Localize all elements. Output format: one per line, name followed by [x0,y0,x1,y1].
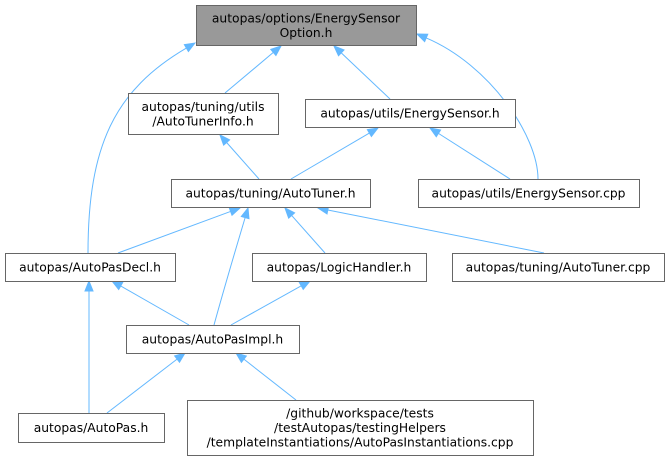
node-box [452,253,665,282]
node-box [5,253,176,282]
node-label-line: autopas/options/EnergySensor [212,11,401,25]
arrowhead-icon [84,279,94,292]
node-label-line: /AutoTunerInfo.h [152,114,253,128]
node-tunerinfo[interactable]: autopas/tuning/utils/AutoTunerInfo.h [128,93,279,135]
node-autopash[interactable]: autopas/AutoPas.h [18,413,165,443]
node-box [18,413,165,443]
edge-line [87,47,187,254]
edge-logic-to-autotunerh [284,206,326,254]
arrowhead-icon [183,42,197,53]
edge-autopash-to-impl [106,352,187,414]
edge-line [230,285,302,326]
edge-autotunercpp-to-autotunerh [316,205,545,254]
arrowhead-icon [298,280,312,291]
edge-line [106,358,178,414]
edge-line [117,210,231,254]
node-sensorh[interactable]: autopas/utils/EnergySensor.h [305,99,516,128]
node-label-line: autopas/tuning/utils [142,100,265,114]
edge-sensorcpp-to-sensorh [428,127,511,180]
nodes-layer: autopas/options/EnergySensorOption.hauto… [5,5,665,456]
node-logic[interactable]: autopas/LogicHandler.h [252,253,427,282]
node-label-line: /github/workspace/tests [286,407,434,421]
node-label-line: autopas/tuning/AutoTuner.cpp [466,261,651,275]
edge-autopash-to-decl [84,279,94,413]
edge-decl-to-option [87,42,197,254]
node-box [171,179,371,208]
edge-decl-to-autotunerh [117,207,242,254]
arrowhead-icon [228,207,242,217]
node-decl[interactable]: autopas/AutoPasDecl.h [5,253,176,282]
arrowhead-icon [284,206,296,219]
node-sensorcpp[interactable]: autopas/utils/EnergySensor.cpp [418,179,640,208]
arrowhead-icon [173,352,187,364]
arrowhead-icon [234,352,248,364]
arrowhead-icon [110,280,124,291]
node-label-line: /templateInstantiations/AutoPasInstantia… [207,436,514,450]
node-box [128,93,279,135]
node-autotunerh[interactable]: autopas/tuning/AutoTuner.h [171,179,371,208]
node-inst[interactable]: /github/workspace/tests/testAutopas/test… [187,400,534,456]
edge-impl-to-decl [110,280,190,326]
node-impl[interactable]: autopas/AutoPasImpl.h [126,325,300,354]
root-node-box [196,5,417,46]
node-autotunercpp[interactable]: autopas/tuning/AutoTuner.cpp [452,253,665,282]
node-label-line: autopas/LogicHandler.h [267,261,412,275]
arrowhead-icon [240,206,250,220]
node-box [305,99,516,128]
node-label-line: autopas/utils/EnergySensor.cpp [432,187,626,201]
node-label-line: autopas/utils/EnergySensor.h [320,107,499,121]
node-box [126,325,300,354]
edge-line [340,52,391,100]
edge-autotunerh-to-tunerinfo [219,133,260,180]
edge-line [438,132,511,180]
edge-sensorh-to-option [333,45,391,100]
node-label-line: autopas/AutoPasDecl.h [19,261,161,275]
node-label-line: autopas/AutoPas.h [34,421,149,435]
edge-line [213,217,246,326]
edge-line [291,215,326,254]
node-box [252,253,427,282]
edge-line [327,209,545,254]
arrowhead-icon [333,45,345,57]
edges-layer [84,33,545,414]
edge-line [120,285,190,326]
node-box [187,400,534,456]
edge-impl-to-autotunerh [213,206,250,326]
edge-tunerinfo-to-option [224,45,283,94]
edge-line [226,142,260,180]
edge-line [224,52,274,94]
arrowhead-icon [366,127,380,138]
node-box [418,179,640,208]
edge-inst-to-impl [234,352,297,401]
edge-impl-to-logic [230,280,312,326]
arrowhead-icon [428,127,442,138]
node-label-line: autopas/AutoPasImpl.h [142,333,283,347]
node-label-line: autopas/tuning/AutoTuner.h [185,187,355,201]
edge-line [290,132,370,180]
arrowhead-icon [269,45,283,57]
arrowhead-icon [415,33,429,43]
node-label-line: /testAutopas/testingHelpers [274,421,446,435]
node-label-line: Option.h [280,26,333,40]
edge-autotunerh-to-sensorh [290,127,380,180]
edge-line [243,358,297,401]
arrowhead-icon [219,133,231,147]
